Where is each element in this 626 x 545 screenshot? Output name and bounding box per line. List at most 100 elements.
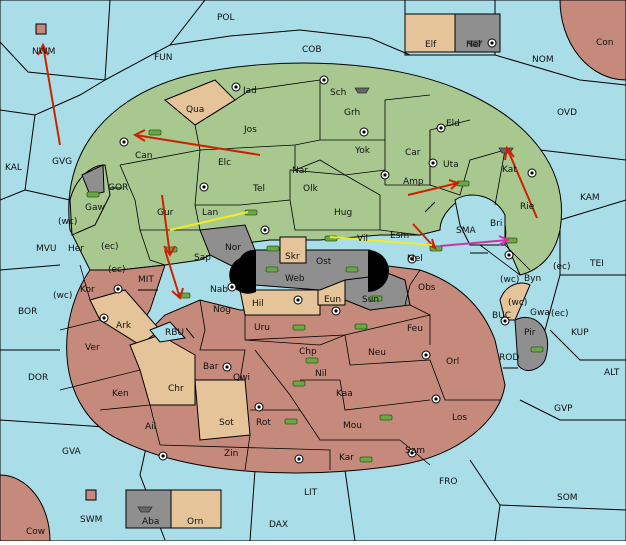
label-kor: Kor xyxy=(80,285,95,295)
label-los: Los xyxy=(452,413,467,423)
label-buc: BUC xyxy=(492,311,511,321)
label-sam: Sam xyxy=(405,446,425,456)
label-mvu: MVU xyxy=(36,244,57,254)
green-labels: Jad Sch Qua Grh Eld Jos Can Elc Nar Yok … xyxy=(85,86,541,284)
label-kaa: Kaa xyxy=(336,389,353,399)
army-units[interactable] xyxy=(86,129,544,463)
tan-labels: Ark Chr Sot Hil Eun Gwa Skr xyxy=(116,252,550,428)
label-qua: Qua xyxy=(186,105,204,115)
label-jad: Jad xyxy=(242,86,257,96)
label-nor: Nor xyxy=(225,243,241,253)
label-grh: Grh xyxy=(344,108,360,118)
label-olk: Olk xyxy=(303,184,319,194)
label-qwi: Qwi xyxy=(233,373,250,383)
unit-nor xyxy=(266,245,280,252)
label-ver: Ver xyxy=(85,343,100,353)
territory-gwa[interactable] xyxy=(499,282,531,321)
fleet-hel xyxy=(467,40,483,47)
label-lan: Lan xyxy=(202,208,218,218)
label-rod: ROD xyxy=(499,353,519,363)
unit-feu xyxy=(354,323,368,330)
cow-corner xyxy=(0,474,51,542)
label-byn: Byn xyxy=(524,274,541,284)
label-aba: Aba xyxy=(142,517,159,527)
label-amp: Amp xyxy=(403,177,424,187)
red-region xyxy=(66,264,506,474)
label-bor: BOR xyxy=(18,307,37,317)
fleet-aba xyxy=(137,506,153,513)
con-corner xyxy=(559,0,626,81)
label-cob: COB xyxy=(302,45,322,55)
label-coast-5: (wc) xyxy=(500,275,519,285)
fleet-units[interactable] xyxy=(137,40,514,513)
label-nil: Nil xyxy=(315,369,327,379)
red-labels: Her Kor Ver Ken Ail Nab Nog Uru Feu Chp … xyxy=(68,244,467,463)
label-gwa: Gwa xyxy=(530,308,550,318)
label-ark: Ark xyxy=(116,321,132,331)
order-arrows-red xyxy=(37,42,538,300)
label-gur: Gur xyxy=(157,208,174,218)
unit-can xyxy=(148,129,162,136)
label-sot: Sot xyxy=(219,418,234,428)
label-cow: Cow xyxy=(26,527,45,537)
label-bar: Bar xyxy=(203,362,219,372)
label-web: Web xyxy=(285,274,305,284)
label-fro: FRO xyxy=(439,477,458,487)
label-uru: Uru xyxy=(254,323,270,333)
green-borders xyxy=(119,79,531,276)
label-kal: KAL xyxy=(5,163,22,173)
fleet-sch xyxy=(354,87,370,94)
label-sun: Sun xyxy=(362,295,379,305)
label-pir: Pir xyxy=(524,328,536,338)
unit-nil xyxy=(292,380,306,387)
label-nab: Nab xyxy=(210,285,228,295)
label-eld: Eld xyxy=(446,119,460,129)
label-gva: GVA xyxy=(62,447,82,457)
territory-pir[interactable] xyxy=(514,316,549,371)
label-coast-1: (wc) xyxy=(58,217,77,227)
label-mit: MIT xyxy=(138,275,154,285)
label-nwm: NWM xyxy=(32,47,55,57)
territory-sot[interactable] xyxy=(194,379,251,441)
label-eun: Eun xyxy=(324,295,341,305)
label-elf: Elf xyxy=(425,40,437,50)
label-can: Can xyxy=(135,151,153,161)
label-kam: KAM xyxy=(580,193,600,203)
territory-skr[interactable] xyxy=(279,236,307,264)
label-coast-3: (ec) xyxy=(108,265,126,275)
label-fun: FUN xyxy=(154,53,173,63)
label-som: SOM xyxy=(557,493,578,503)
label-feu: Feu xyxy=(407,324,423,334)
label-mou: Mou xyxy=(343,421,362,431)
label-skr: Skr xyxy=(285,252,300,262)
label-bri: Bri xyxy=(490,219,502,229)
label-obs: Obs xyxy=(418,283,436,293)
label-mel: Mel xyxy=(407,254,423,264)
label-her: Her xyxy=(68,244,84,254)
label-lit: LIT xyxy=(304,488,318,498)
supply-centers xyxy=(99,38,537,464)
sea-rbu[interactable] xyxy=(149,321,187,343)
label-nog: Nog xyxy=(213,305,231,315)
label-chr: Chr xyxy=(168,384,184,394)
label-uta: Uta xyxy=(443,160,459,170)
label-kup: KUP xyxy=(571,328,589,338)
flag-swm xyxy=(85,489,97,501)
sea-labels: POL COB FUN NOM KAL GVG GOR MVU MIT BOR … xyxy=(5,13,620,537)
label-neu: Neu xyxy=(368,348,386,358)
label-ail: Ail xyxy=(145,422,156,432)
label-yok: Yok xyxy=(354,146,371,156)
label-tel: Tel xyxy=(252,184,265,194)
sea-sma[interactable] xyxy=(454,194,506,246)
label-swm: SWM xyxy=(80,515,102,525)
label-dax: DAX xyxy=(269,520,288,530)
orn-box xyxy=(170,489,222,529)
unit-uru xyxy=(292,324,306,331)
label-gaw: Gaw xyxy=(85,203,105,213)
unit-mou xyxy=(379,414,393,421)
label-alt: ALT xyxy=(604,368,620,378)
label-hug: Hug xyxy=(334,208,352,218)
unit-gaw xyxy=(86,191,100,198)
